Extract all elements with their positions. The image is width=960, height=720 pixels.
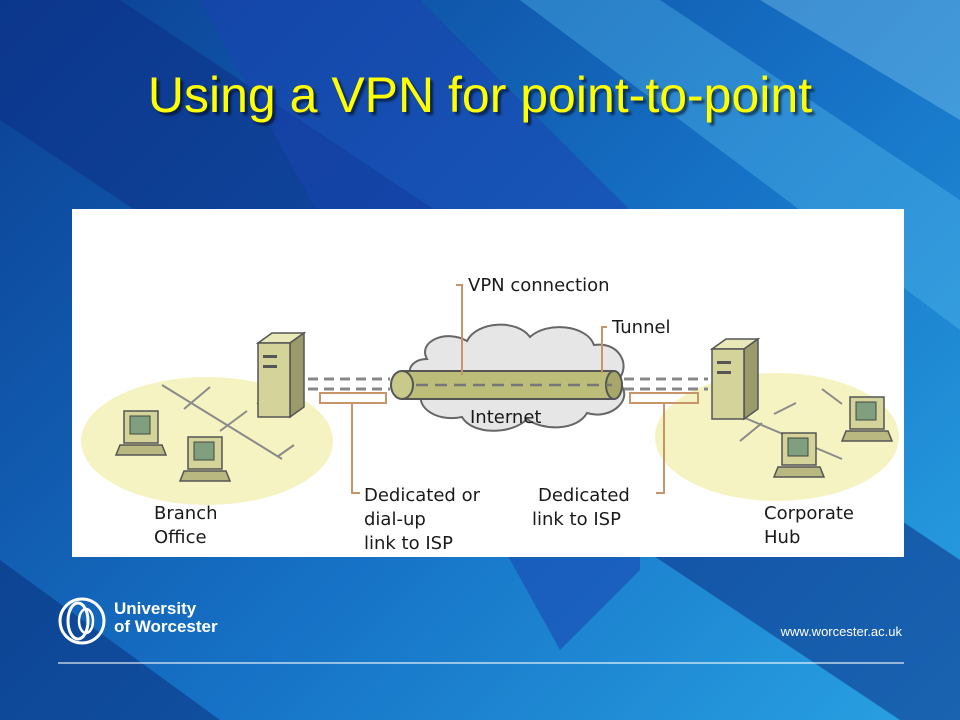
- label-dedicated-link-1: Dedicated: [538, 485, 630, 506]
- university-logo-text: University of Worcester: [114, 600, 218, 636]
- label-corporate-1: Corporate: [764, 503, 854, 524]
- leader-lines: [319, 284, 699, 494]
- corporate-workstation-1: [840, 396, 894, 442]
- logo-line-2: of Worcester: [114, 617, 218, 636]
- footer-url: www.worcester.ac.uk: [780, 624, 902, 639]
- slide-title: Using a VPN for point-to-point: [147, 67, 813, 123]
- label-vpn-connection: VPN connection: [468, 275, 610, 296]
- label-tunnel: Tunnel: [611, 317, 671, 338]
- branch-server: [255, 331, 307, 419]
- footer-divider: [58, 662, 904, 664]
- label-dedicated-dialup-2: dial-up: [364, 509, 426, 530]
- vpn-diagram: VPN connection Tunnel Internet Dedicated…: [72, 209, 904, 557]
- label-dedicated-dialup-3: link to ISP: [364, 533, 453, 554]
- corporate-workstation-2: [772, 432, 826, 478]
- branch-workstation-1: [114, 410, 168, 456]
- label-corporate-2: Hub: [764, 527, 800, 548]
- label-dedicated-dialup-1: Dedicated or: [364, 485, 481, 506]
- corporate-isp-link: [624, 377, 708, 391]
- branch-isp-link: [308, 377, 390, 391]
- label-branch-1: Branch: [154, 503, 218, 524]
- vpn-tunnel: [390, 370, 623, 400]
- corporate-server: [709, 337, 761, 421]
- branch-workstation-2: [178, 436, 232, 482]
- university-logo-icon: [58, 597, 106, 645]
- university-logo: University of Worcester: [56, 596, 256, 646]
- label-internet: Internet: [470, 407, 541, 428]
- logo-line-1: University: [114, 599, 197, 618]
- label-branch-2: Office: [154, 527, 207, 548]
- label-dedicated-link-2: link to ISP: [532, 509, 621, 530]
